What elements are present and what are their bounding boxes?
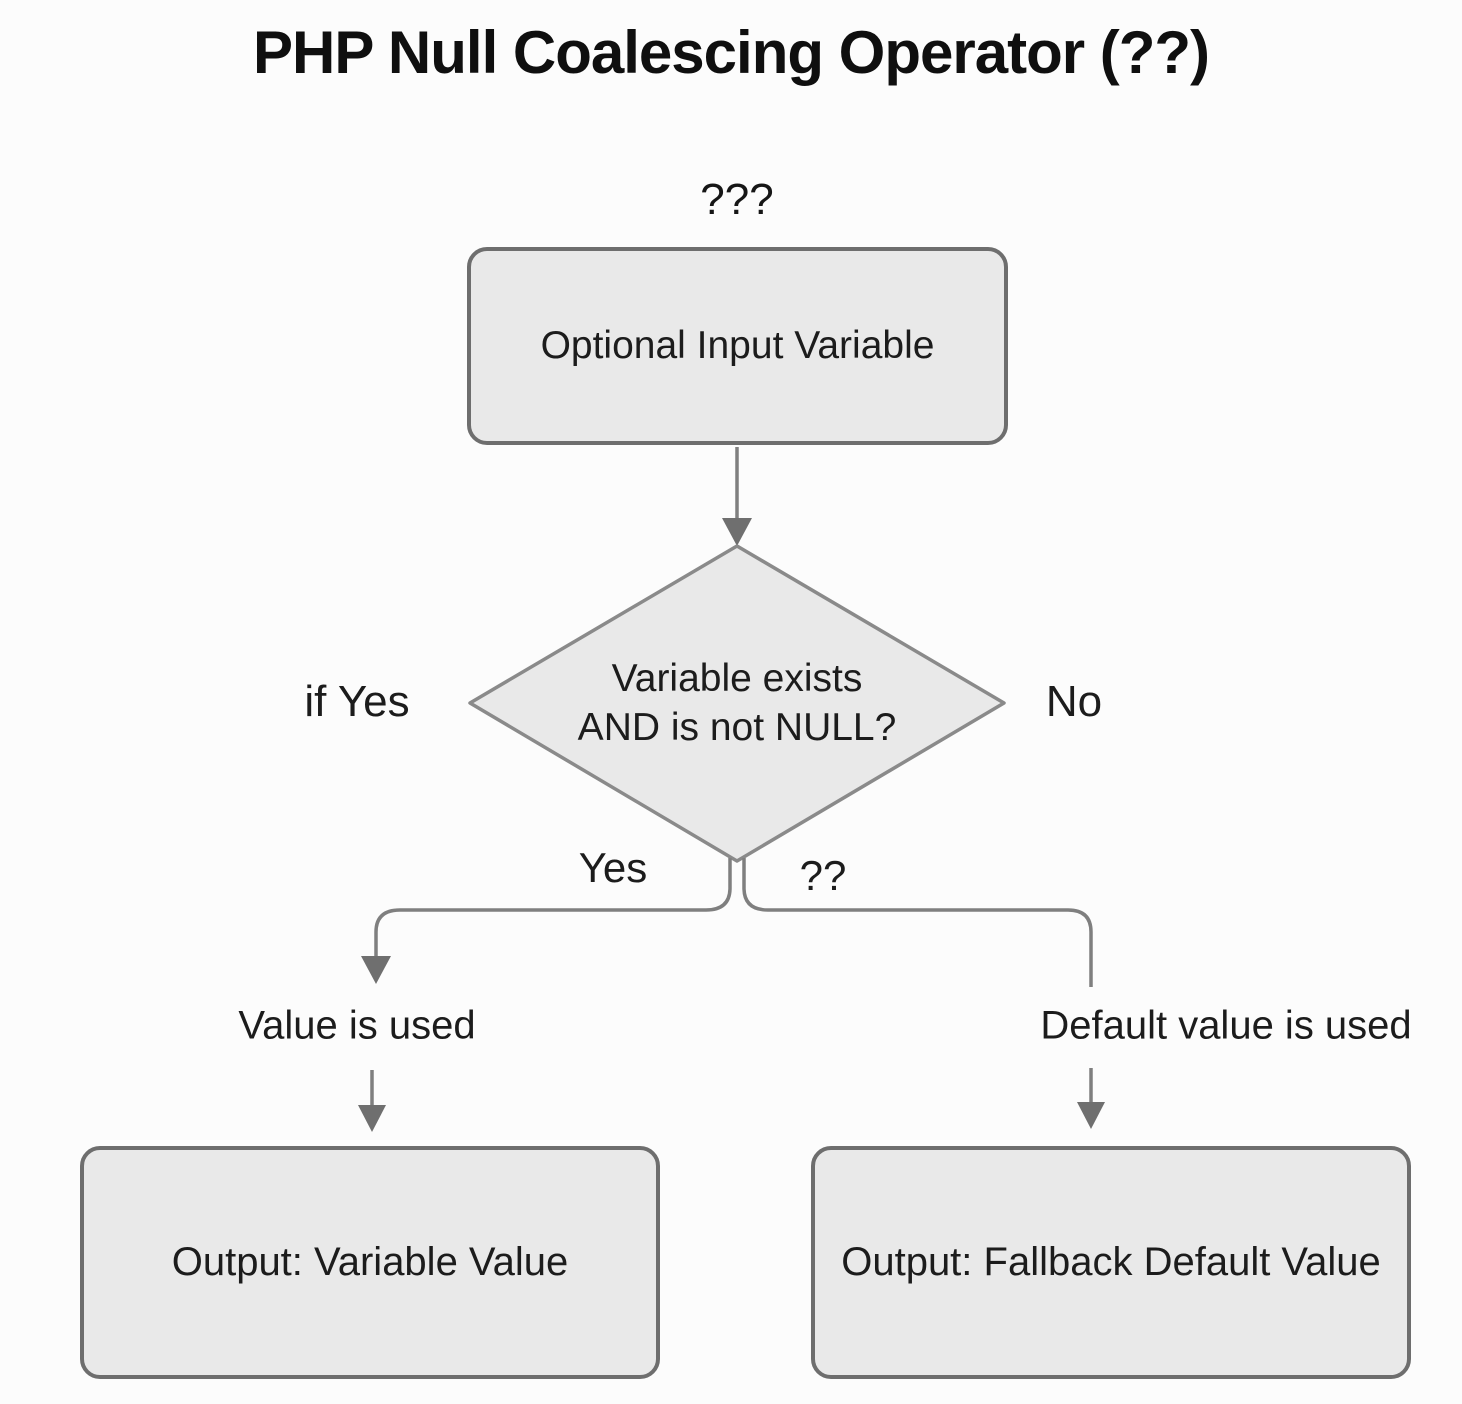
- node-output-variable-value-label: Output: Variable Value: [171, 1240, 569, 1284]
- node-output-variable-value: Output: Variable Value: [80, 1146, 660, 1379]
- branch-label-if-yes: if Yes: [304, 677, 410, 726]
- branch-label-coalesce: ??: [799, 852, 847, 899]
- node-optional-input-variable-label: Optional Input Variable: [540, 324, 935, 367]
- result-label-default-used: Default value is used: [1040, 1003, 1412, 1048]
- node-output-fallback-default: Output: Fallback Default Value: [811, 1146, 1411, 1379]
- decision-diamond: [468, 544, 1006, 863]
- branch-label-yes: Yes: [578, 844, 648, 891]
- node-optional-input-variable: Optional Input Variable: [467, 247, 1008, 445]
- decision-label: Variable exists AND is not NULL?: [578, 654, 897, 752]
- node-output-fallback-default-label: Output: Fallback Default Value: [841, 1240, 1381, 1284]
- page-title: PHP Null Coalescing Operator (??): [252, 19, 1210, 86]
- branch-label-no: No: [1045, 677, 1103, 726]
- edge-decision-yes: [361, 858, 732, 984]
- edge-input-to-decision: [722, 447, 752, 546]
- edge-decision-no: [742, 858, 1093, 987]
- edge-right-to-output: [1077, 1068, 1105, 1129]
- result-label-value-used: Value is used: [238, 1003, 476, 1048]
- decision-label-line1: Variable exists: [611, 657, 863, 700]
- decision-label-line2: AND is not NULL?: [577, 706, 897, 749]
- edge-left-to-output: [358, 1070, 386, 1132]
- operator-label: ???: [700, 175, 774, 224]
